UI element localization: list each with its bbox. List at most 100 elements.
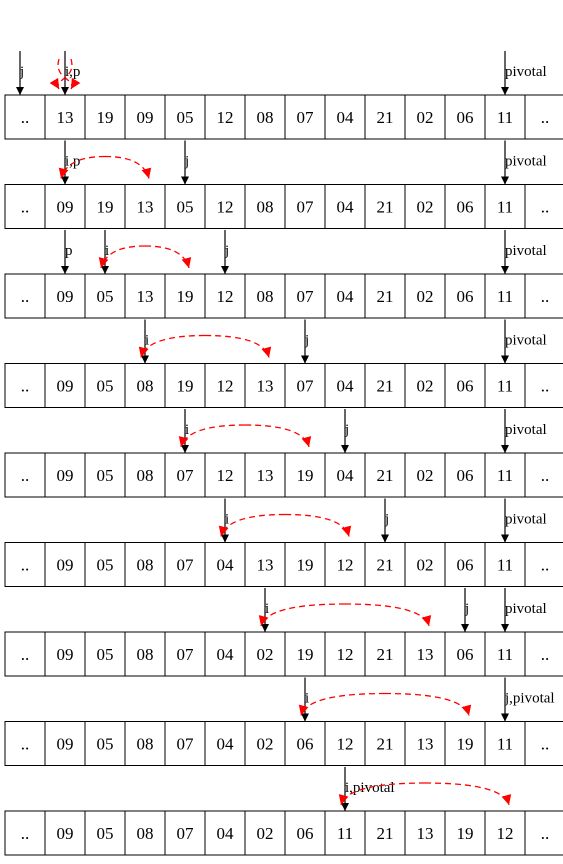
array-cell: 11: [484, 542, 526, 587]
cell-box: [524, 721, 563, 766]
cell-value: 02: [417, 466, 434, 485]
cell-value: 06: [457, 108, 474, 127]
array-cell: 06: [284, 721, 326, 766]
cell-value: 02: [417, 556, 434, 575]
cell-value: 04: [217, 824, 235, 843]
cell-value: ..: [21, 556, 30, 575]
pointer-arrow: i,pivotal: [341, 767, 395, 811]
array-cell: 13: [404, 810, 446, 856]
cell-box: [284, 631, 326, 677]
swap-arrow-right: [244, 424, 312, 448]
array-cell: 13: [124, 184, 166, 229]
cell-box: [124, 452, 166, 498]
pointer-label: i,p: [65, 64, 80, 80]
array-cell: ..: [4, 363, 46, 408]
cell-box: [84, 452, 126, 498]
cell-box: [244, 631, 286, 677]
cell-box: [404, 273, 446, 319]
array-cell: 04: [324, 184, 366, 229]
array-cell: 13: [124, 273, 166, 319]
array-cell: 12: [204, 94, 246, 140]
cell-value: 05: [177, 198, 194, 217]
pointer-label: pivotal: [505, 243, 547, 259]
array-cell: ..: [4, 542, 46, 587]
array-cell: 02: [404, 363, 446, 408]
cell-value: ..: [21, 287, 30, 306]
pointer-arrow: j: [181, 140, 189, 185]
array-cell: 05: [84, 273, 126, 319]
cell-box: [204, 542, 246, 587]
cell-value: 19: [457, 824, 474, 843]
cell-box: [404, 721, 446, 766]
cell-value: 04: [217, 556, 235, 575]
cell-box: [284, 721, 326, 766]
array-cell: 12: [324, 631, 366, 677]
array-cell: 02: [244, 810, 286, 856]
cell-box: [524, 94, 563, 140]
cell-box: [524, 184, 563, 229]
cell-value: 05: [97, 377, 114, 396]
cell-value: 11: [497, 198, 513, 217]
cell-box: [164, 631, 206, 677]
pointer-arrow: i: [181, 409, 189, 453]
cell-box: [324, 452, 366, 498]
cell-value: 13: [57, 108, 74, 127]
swap-arrow-left: [218, 513, 286, 537]
cell-box: [124, 810, 166, 856]
array-cell: 13: [44, 94, 86, 140]
array-cell: 12: [484, 810, 526, 856]
pointer-arrow: i: [301, 677, 309, 722]
cell-value: 06: [457, 377, 474, 396]
pointer-label: pivotal: [505, 64, 547, 80]
cell-box: [364, 184, 406, 229]
array-cell: 02: [244, 631, 286, 677]
cell-value: 19: [177, 377, 194, 396]
cell-value: 11: [497, 645, 513, 664]
cell-box: [444, 94, 486, 140]
pointer-label: pivotal: [505, 422, 547, 438]
cell-box: [4, 810, 46, 856]
cell-box: [4, 631, 46, 677]
swap-arrow-back: [49, 58, 73, 90]
cell-value: 08: [257, 198, 274, 217]
swap-arrow: [178, 424, 312, 448]
cell-box: [124, 542, 166, 587]
cell-box: [324, 721, 366, 766]
array-cell: 19: [84, 184, 126, 229]
cell-box: [524, 631, 563, 677]
cell-box: [244, 452, 286, 498]
pointer-label: pivotal: [505, 154, 547, 170]
cell-box: [484, 542, 526, 587]
cell-value: ..: [541, 735, 550, 754]
swap-arrow: [98, 245, 192, 269]
cell-value: 12: [217, 377, 234, 396]
array-cell: 21: [364, 721, 406, 766]
pointer-label: i: [305, 691, 309, 707]
cell-value: 06: [457, 287, 474, 306]
cell-box: [124, 273, 166, 319]
cell-box: [44, 721, 86, 766]
cell-box: [44, 363, 86, 408]
cell-box: [4, 363, 46, 408]
pointer-label: j: [304, 333, 309, 349]
cell-box: [444, 542, 486, 587]
pointer-arrow: i,p: [61, 51, 80, 95]
cell-box: [284, 363, 326, 408]
cell-box: [204, 184, 246, 229]
pointer-label: pivotal: [505, 512, 547, 528]
pointer-arrow: j: [341, 409, 349, 453]
array-cell: 05: [164, 94, 206, 140]
cell-box: [484, 94, 526, 140]
swap-arrow: [298, 692, 472, 716]
cell-box: [44, 810, 86, 856]
array-cell: 19: [444, 721, 486, 766]
array-cell: 13: [404, 721, 446, 766]
cell-box: [524, 810, 563, 856]
array-cell: 21: [364, 94, 406, 140]
array-cell: ..: [4, 721, 46, 766]
array-cell: 13: [244, 452, 286, 498]
array-cell: 09: [44, 542, 86, 587]
